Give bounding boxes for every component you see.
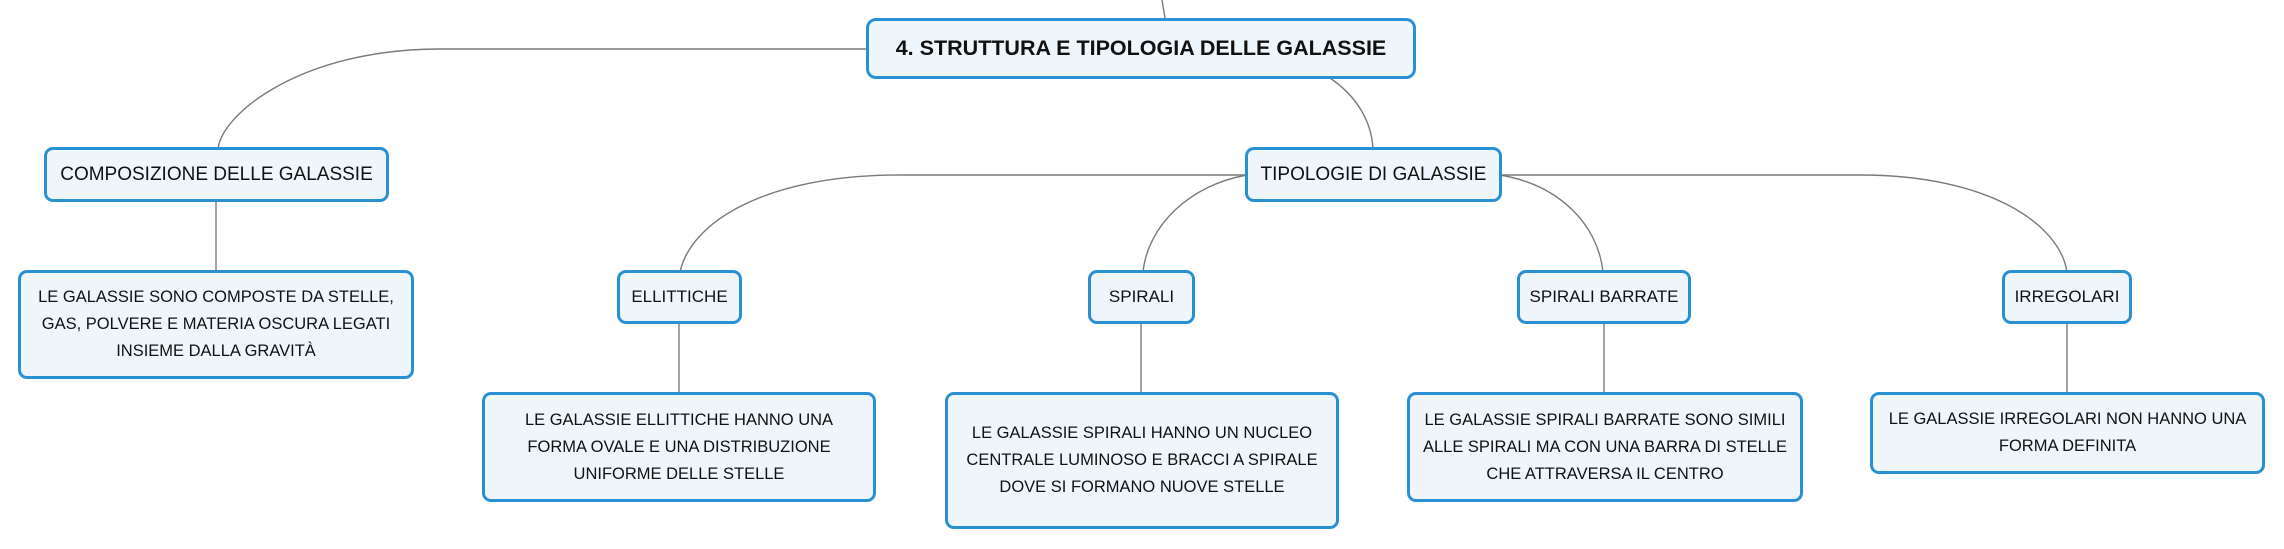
subtopic-irregolari-label: IRREGOLARI	[2014, 287, 2120, 306]
composition-description[interactable]: LE GALASSIE SONO COMPOSTE DA STELLE, GAS…	[18, 270, 414, 379]
connector-types-to-spirali-barrate	[1499, 174, 1604, 273]
connector-root-to-composition	[217, 48, 868, 151]
ellittiche-description-text: LE GALASSIE ELLITTICHE HANNO UNA FORMA O…	[524, 410, 834, 483]
ellittiche-description[interactable]: LE GALASSIE ELLITTICHE HANNO UNA FORMA O…	[482, 392, 876, 502]
spirali-description-text: LE GALASSIE SPIRALI HANNO UN NUCLEO CENT…	[966, 424, 1318, 496]
subtopic-spirali-barrate[interactable]: SPIRALI BARRATE	[1517, 270, 1691, 324]
subtopic-spirali-label: SPIRALI	[1108, 287, 1175, 306]
subtopic-irregolari[interactable]: IRREGOLARI	[2002, 270, 2132, 324]
irregolari-description[interactable]: LE GALASSIE IRREGOLARI NON HANNO UNA FOR…	[1870, 392, 2265, 474]
irregolari-description-text: LE GALASSIE IRREGOLARI NON HANNO UNA FOR…	[1888, 410, 2247, 455]
connector-types-to-spirali	[1142, 174, 1248, 273]
root-topic-label: 4. STRUTTURA E TIPOLOGIA DELLE GALASSIE	[895, 36, 1387, 60]
subtopic-ellittiche-label: ELLITTICHE	[631, 287, 728, 306]
topic-composition-label: COMPOSIZIONE DELLE GALASSIE	[60, 163, 373, 185]
spirali-barrate-description[interactable]: LE GALASSIE SPIRALI BARRATE SONO SIMILI …	[1407, 392, 1803, 502]
connector-parent-to-root	[1161, 0, 1166, 19]
subtopic-spirali-barrate-label: SPIRALI BARRATE	[1529, 287, 1679, 306]
connector-root-to-types	[1329, 77, 1374, 151]
connector-types-to-irregolari	[1500, 174, 2068, 273]
root-topic[interactable]: 4. STRUTTURA E TIPOLOGIA DELLE GALASSIE	[866, 18, 1416, 79]
subtopic-spirali[interactable]: SPIRALI	[1088, 270, 1195, 324]
topic-composition[interactable]: COMPOSIZIONE DELLE GALASSIE	[44, 147, 389, 202]
topic-types[interactable]: TIPOLOGIE DI GALASSIE	[1245, 147, 1502, 202]
connector-types-to-ellittiche	[679, 174, 1247, 273]
topic-types-label: TIPOLOGIE DI GALASSIE	[1260, 163, 1487, 185]
subtopic-ellittiche[interactable]: ELLITTICHE	[617, 270, 742, 324]
spirali-description[interactable]: LE GALASSIE SPIRALI HANNO UN NUCLEO CENT…	[945, 392, 1339, 529]
spirali-barrate-description-text: LE GALASSIE SPIRALI BARRATE SONO SIMILI …	[1422, 410, 1788, 483]
composition-description-text: LE GALASSIE SONO COMPOSTE DA STELLE, GAS…	[38, 288, 394, 360]
